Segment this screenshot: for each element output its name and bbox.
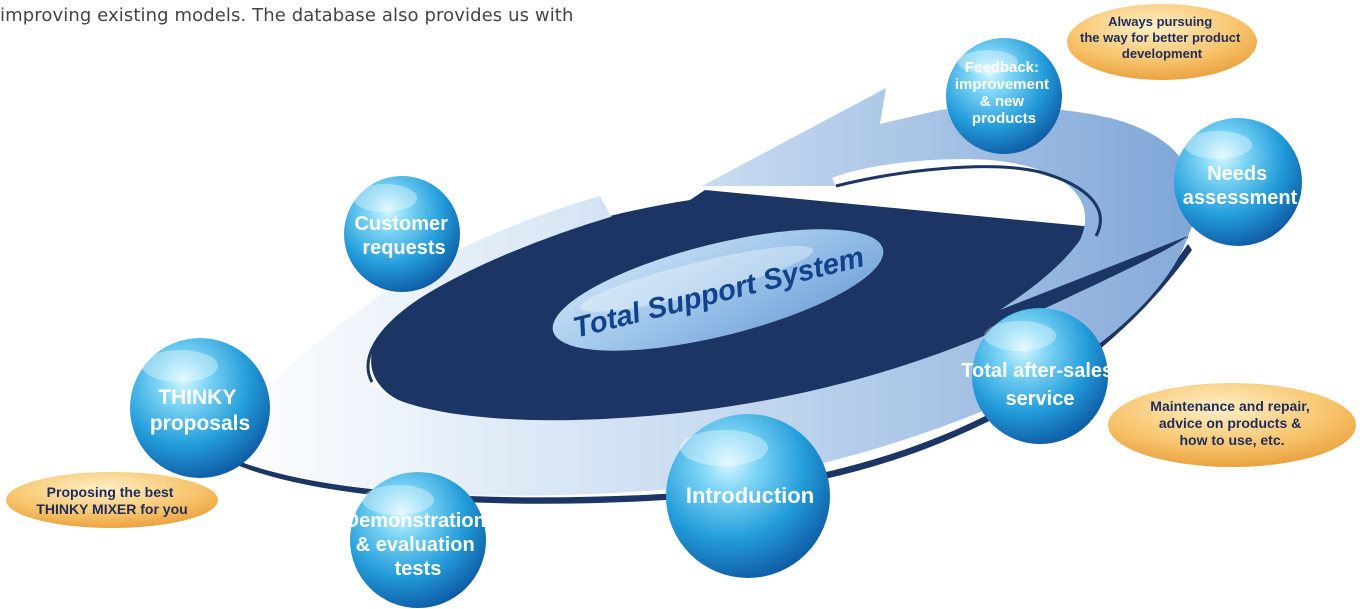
cycle-arrow xyxy=(210,196,1188,496)
svg-text:Proposing the best THINK: Proposing the best THINKY MIXER for you xyxy=(36,484,187,517)
svg-text:Feedback: improvement: Feedback: improvement & new products xyxy=(955,59,1053,127)
sphere-demonstration: Demonstration & evaluation tests xyxy=(345,472,492,608)
note-maintenance-line-3: how to use, etc. xyxy=(1179,432,1284,448)
cycle-arrow-edge xyxy=(366,216,613,383)
svg-text:THINKY proposals: THINKY proposals xyxy=(150,386,250,435)
note-maintenance-line-1: Maintenance and repair, xyxy=(1150,398,1310,414)
cycle-arrow-shadow xyxy=(210,190,1192,504)
note-proposing-line-1: Proposing the best xyxy=(47,484,174,500)
svg-text:Maintenance and repair,: Maintenance and repair, advice on produc… xyxy=(1150,398,1313,448)
svg-text:Always pursuing the way: Always pursuing the way for better produ… xyxy=(1080,14,1244,61)
note-pursuing-line-1: Always pursuing xyxy=(1108,14,1212,29)
sphere-needs-assessment: Needs assessment xyxy=(1174,118,1302,246)
note-maintenance: Maintenance and repair, advice on produc… xyxy=(1108,383,1356,467)
center-oval xyxy=(552,229,884,351)
svg-text:Needs assessment: Needs assessment xyxy=(1183,163,1298,209)
note-pursuing: Always pursuing the way for better produ… xyxy=(1067,4,1257,80)
note-pursuing-line-2: the way for better product xyxy=(1080,30,1241,45)
cycle-arrow-edge-2 xyxy=(835,165,1102,237)
sphere-after-sales: Total after-sales service xyxy=(961,308,1118,444)
svg-text:Demonstration & evaluati: Demonstration & evaluation tests xyxy=(345,510,492,580)
note-pursuing-line-3: development xyxy=(1122,46,1203,61)
cycle-arrow-head xyxy=(702,88,1197,310)
note-proposing: Proposing the best THINKY MIXER for you xyxy=(6,472,218,528)
sphere-thinky-proposals: THINKY proposals xyxy=(130,338,270,478)
sphere-introduction: Introduction xyxy=(666,414,830,578)
note-proposing-line-2: THINKY MIXER for you xyxy=(36,501,187,517)
svg-text:Customer requests: Customer requests xyxy=(355,213,454,259)
intro-text: improving existing models. The database … xyxy=(0,5,574,26)
sphere-customer-requests: Customer requests xyxy=(344,176,460,292)
sphere-feedback: Feedback: improvement & new products xyxy=(946,38,1062,154)
svg-text:Total after-sales servic: Total after-sales service xyxy=(961,360,1118,410)
svg-text:Introduction: Introduction xyxy=(686,483,814,508)
note-maintenance-line-2: advice on products & xyxy=(1159,415,1301,431)
